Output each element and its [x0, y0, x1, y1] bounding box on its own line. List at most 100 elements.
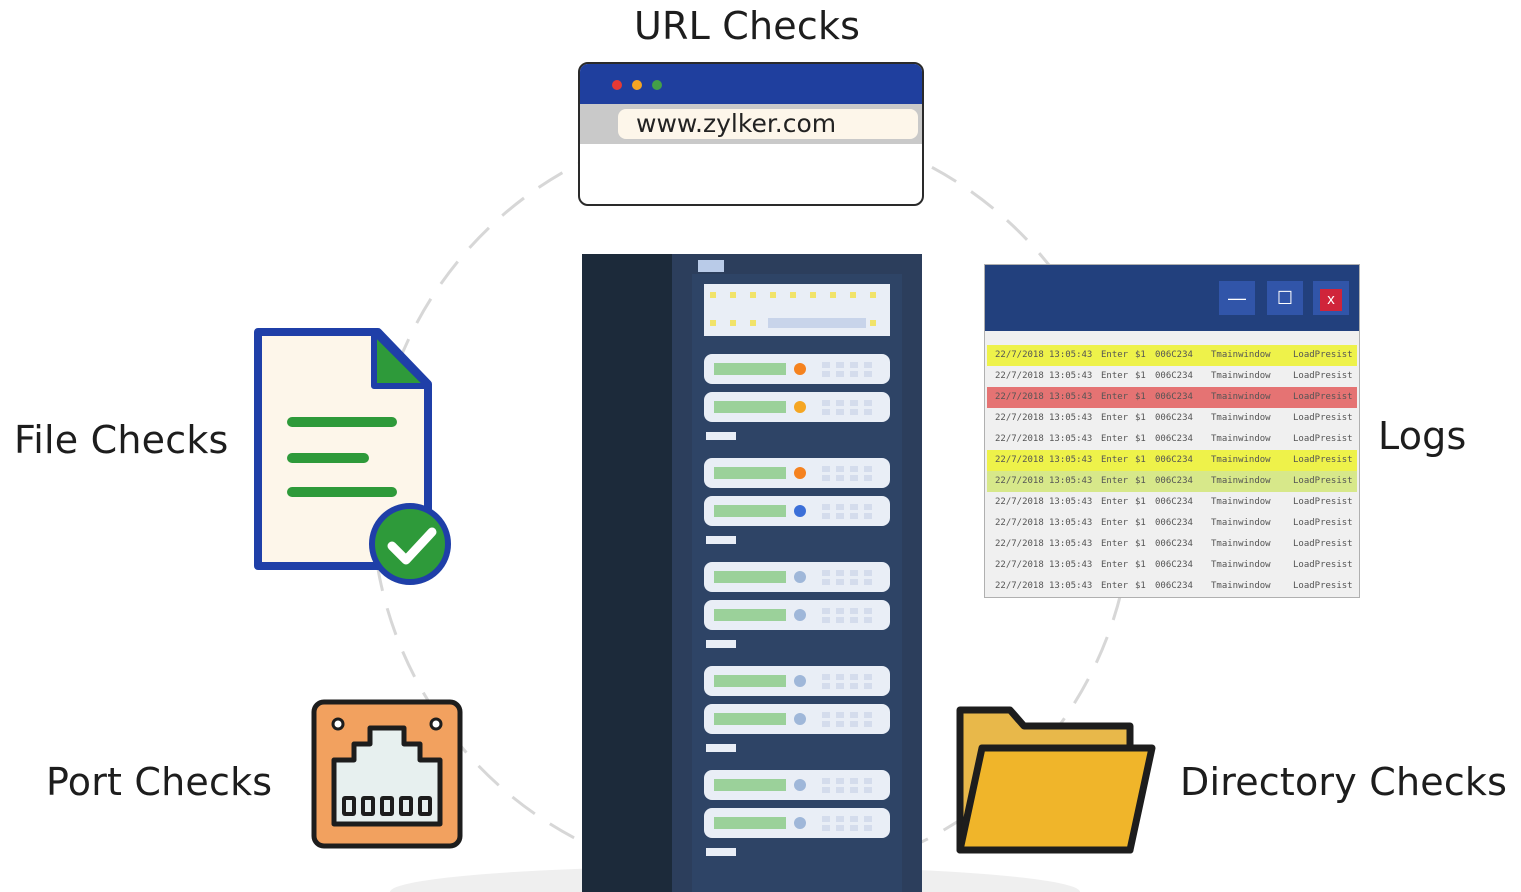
log-cell-amount: $1 [1135, 455, 1146, 465]
log-cell-time: 13:05:43 [1049, 371, 1093, 381]
panel-led [790, 292, 796, 298]
log-cell-action: Enter [1101, 371, 1129, 381]
drive-vent [864, 683, 872, 689]
folder-icon [956, 706, 1156, 854]
drive-vent [864, 371, 872, 377]
log-cell-window: Tmainwindow [1211, 455, 1271, 465]
log-cell-window: Tmainwindow [1211, 560, 1271, 570]
drive-vent [822, 504, 830, 510]
document-check-icon [254, 328, 451, 585]
drive-vent [864, 712, 872, 718]
log-cell-window: Tmainwindow [1211, 539, 1271, 549]
drive-bar [714, 713, 786, 725]
drive-vent [822, 712, 830, 718]
drive-vent [822, 825, 830, 831]
log-cell-window: Tmainwindow [1211, 581, 1271, 591]
drive-vent [864, 787, 872, 793]
drive-bar [714, 363, 786, 375]
panel-led [730, 292, 736, 298]
drive-vent [850, 778, 858, 784]
panel-led [850, 292, 856, 298]
log-cell-code: 006C234 [1155, 497, 1193, 507]
drive-vent [864, 674, 872, 680]
drive-vent [836, 362, 844, 368]
drive-vent [822, 608, 830, 614]
log-cell-action: Enter [1101, 539, 1129, 549]
drive-vent [864, 513, 872, 519]
drive-bar [714, 779, 786, 791]
drive-vent [864, 721, 872, 727]
drive-bar [714, 675, 786, 687]
panel-led [750, 320, 756, 326]
log-cell-action: Enter [1101, 350, 1129, 360]
drive-led [794, 467, 806, 479]
port-screw-right [429, 717, 443, 731]
log-cell-event: LoadPresist [1293, 518, 1353, 528]
drive-bar [714, 505, 786, 517]
panel-led [730, 320, 736, 326]
drive-vent [822, 513, 830, 519]
panel-led [710, 320, 716, 326]
drive-vent [822, 362, 830, 368]
log-cell-event: LoadPresist [1293, 476, 1353, 486]
unit-label-plate [706, 640, 736, 648]
drive-vent [836, 683, 844, 689]
log-cell-action: Enter [1101, 497, 1129, 507]
top-panel-leds [710, 292, 876, 328]
drive-vent [822, 617, 830, 623]
log-cell-amount: $1 [1135, 497, 1146, 507]
drive-vent [850, 617, 858, 623]
log-cell-date: 22/7/2018 [995, 371, 1044, 381]
log-cell-window: Tmainwindow [1211, 371, 1271, 381]
drive-bar [714, 609, 786, 621]
log-cell-time: 13:05:43 [1049, 350, 1093, 360]
drive-vent [822, 816, 830, 822]
minimize-icon: — [1219, 281, 1255, 315]
drive-vent [864, 778, 872, 784]
log-cell-amount: $1 [1135, 560, 1146, 570]
log-cell-date: 22/7/2018 [995, 350, 1044, 360]
drive-led [794, 505, 806, 517]
server-rack-icon [582, 254, 922, 892]
unit-label-plate [706, 848, 736, 856]
rack-units [704, 354, 890, 856]
drive-bar [714, 571, 786, 583]
rack-side [582, 254, 678, 892]
drive-vent [836, 674, 844, 680]
drive-vent [822, 778, 830, 784]
log-cell-amount: $1 [1135, 392, 1146, 402]
drive-vent [822, 400, 830, 406]
log-cell-amount: $1 [1135, 476, 1146, 486]
drive-vent [836, 816, 844, 822]
log-cell-date: 22/7/2018 [995, 476, 1044, 486]
log-cell-amount: $1 [1135, 539, 1146, 549]
log-cell-time: 13:05:43 [1049, 518, 1093, 528]
log-cell-event: LoadPresist [1293, 371, 1353, 381]
drive-led [794, 363, 806, 375]
ethernet-port-icon [311, 699, 463, 849]
drive-vent [822, 721, 830, 727]
drive-vent [864, 816, 872, 822]
close-icon: x [1313, 281, 1349, 315]
close-dot-icon [612, 80, 622, 90]
drive-vent [850, 579, 858, 585]
drive-vent [836, 504, 844, 510]
drive-vent [822, 683, 830, 689]
drive-vent [836, 409, 844, 415]
drive-led [794, 675, 806, 687]
log-cell-time: 13:05:43 [1049, 476, 1093, 486]
drive-vent [850, 504, 858, 510]
log-cell-date: 22/7/2018 [995, 434, 1044, 444]
drive-vent [836, 617, 844, 623]
drive-vent [822, 787, 830, 793]
drive-vent [850, 513, 858, 519]
drive-vent [864, 608, 872, 614]
drive-vent [850, 712, 858, 718]
drive-vent [864, 475, 872, 481]
port-checks-label: Port Checks [46, 760, 273, 804]
